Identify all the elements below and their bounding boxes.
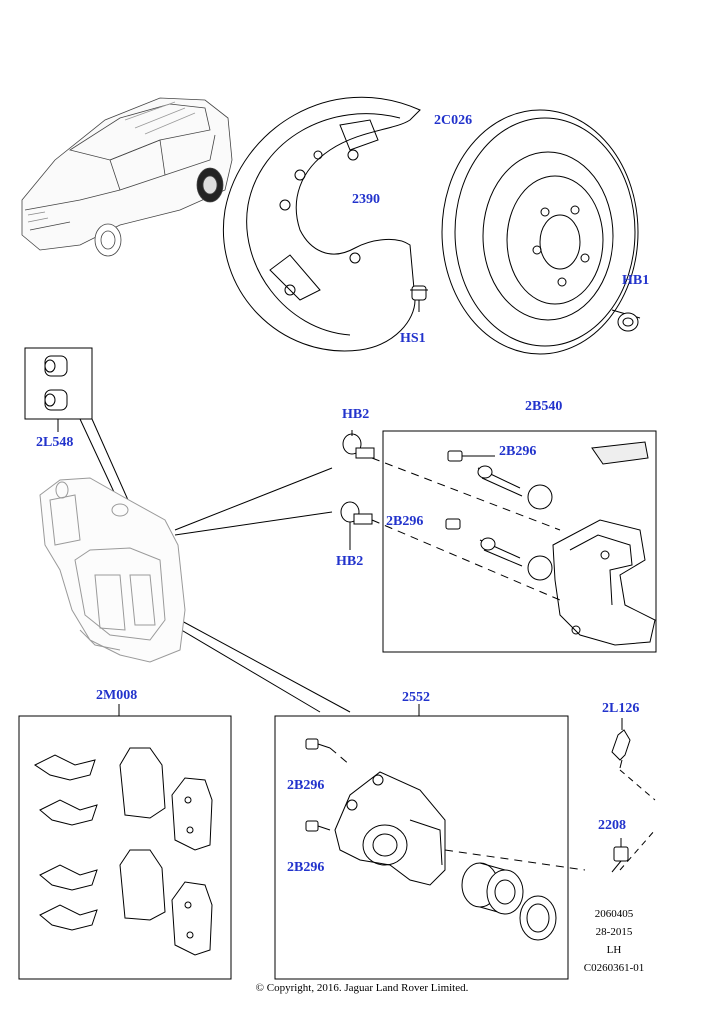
- wear-sensor-2208[interactable]: [611, 838, 629, 873]
- caliper-bolt-hb2[interactable]: [340, 433, 375, 525]
- callout-hb2-top[interactable]: HB2: [342, 407, 370, 422]
- callout-2b296-b[interactable]: 2B296: [386, 514, 424, 529]
- callout-hb2-bottom[interactable]: HB2: [336, 554, 364, 569]
- callout-2b296-a[interactable]: 2B296: [499, 444, 537, 459]
- callout-hb1[interactable]: HB1: [622, 273, 650, 288]
- callout-2m008[interactable]: 2M008: [96, 688, 138, 703]
- copyright-notice: © Copyright, 2016. Jaguar Land Rover Lim…: [255, 982, 469, 994]
- kit-box-2l548[interactable]: [24, 347, 93, 420]
- illustration-number: 2060405: [594, 908, 634, 920]
- brake-disc-2c026[interactable]: [441, 109, 639, 355]
- callout-2b540[interactable]: 2B540: [525, 399, 563, 414]
- illustration-side: LH: [606, 944, 622, 956]
- dust-shield-2390[interactable]: [223, 96, 421, 352]
- caliper-box-2552[interactable]: [274, 715, 569, 980]
- disc-bolt-hb1[interactable]: [611, 309, 641, 332]
- callout-2b296-c[interactable]: 2B296: [287, 778, 325, 793]
- callout-2b296-d[interactable]: 2B296: [287, 860, 325, 875]
- vehicle-illustration: [21, 97, 233, 257]
- shield-bolt-hs1[interactable]: [410, 285, 428, 312]
- callout-2552[interactable]: 2552: [402, 690, 430, 705]
- wear-sensor-bracket-2l126[interactable]: [611, 729, 631, 769]
- illustration-date-code: 28-2015: [595, 926, 633, 938]
- caliper-assembly-reference: [39, 477, 186, 663]
- callout-2l548[interactable]: 2L548: [36, 435, 74, 450]
- brake-pad-kit-box-2m008[interactable]: [18, 715, 232, 980]
- callout-2l126[interactable]: 2L126: [602, 701, 640, 716]
- carrier-kit-box-2b540[interactable]: [382, 430, 657, 653]
- illustration-reference: C0260361-01: [583, 962, 645, 974]
- callout-2c026[interactable]: 2C026: [434, 113, 473, 128]
- callout-2208[interactable]: 2208: [598, 818, 626, 833]
- callout-hs1[interactable]: HS1: [400, 331, 426, 346]
- callout-2390[interactable]: 2390: [352, 192, 380, 207]
